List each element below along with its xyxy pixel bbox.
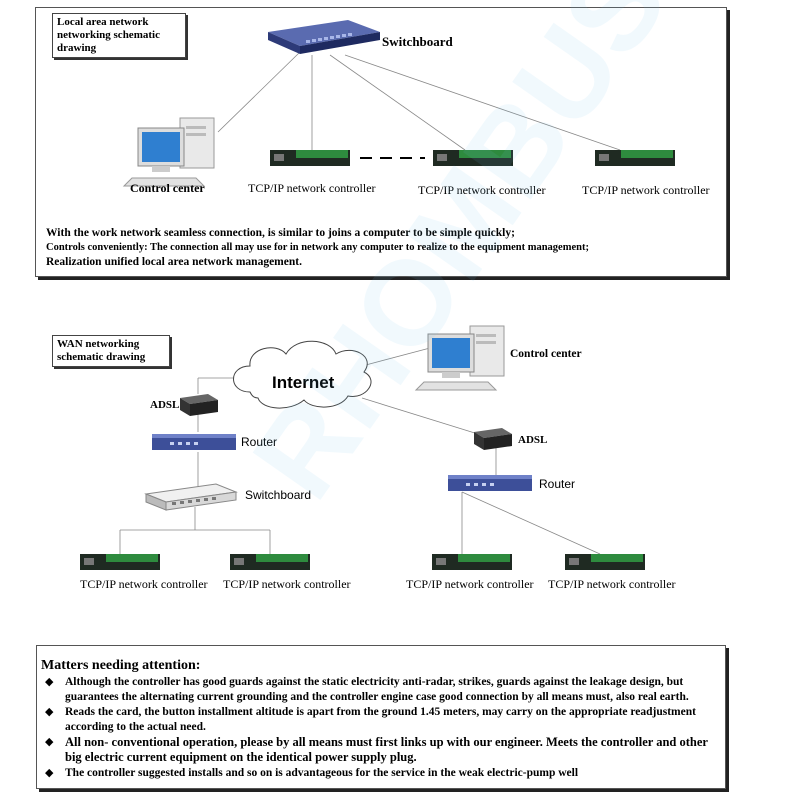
lan-note-2: Controls conveniently: The connection al…: [46, 242, 589, 253]
wan-control-center-label: Control center: [510, 348, 582, 360]
wan-controller-3-icon: [432, 554, 512, 570]
lan-switchboard-icon: [268, 20, 380, 54]
wan-computer-icon: [414, 325, 505, 391]
internet-cloud-icon: [233, 340, 372, 409]
bullet-icon: ◆: [45, 706, 54, 718]
lan-line-pc: [217, 51, 301, 133]
wan-controller-2-icon: [230, 554, 310, 570]
bullet-icon: ◆: [45, 676, 54, 688]
lan-note-3: Realization unified local area network m…: [46, 256, 302, 268]
adsl-right-label: ADSL: [518, 434, 548, 446]
lan-note-1: With the work network seamless connectio…: [46, 227, 515, 239]
lan-control-center-label: Control center: [130, 181, 205, 195]
attention-item-text: Reads the card, the button installment a…: [65, 706, 696, 733]
lan-controller-3-icon: [595, 150, 675, 166]
wan-switchboard-icon: [144, 483, 238, 511]
lan-line-ctrl2: [329, 54, 466, 151]
wan-controller-1-label: TCP/IP network controller: [80, 577, 208, 591]
wan-controller-4-label: TCP/IP network controller: [548, 577, 676, 591]
attention-item-text: Although the controller has good guards …: [65, 676, 689, 703]
attention-item-text: The controller suggested installs and so…: [65, 767, 579, 779]
bullet-icon: ◆: [45, 767, 54, 779]
attention-panel: Matters needing attention: ◆ Although th…: [36, 645, 726, 789]
lan-controller-2-label: TCP/IP network controller: [418, 183, 546, 197]
wan-controller-1-icon: [80, 554, 160, 570]
lan-controller-3-label: TCP/IP network controller: [582, 183, 710, 197]
router-left-icon: [152, 434, 236, 450]
adsl-left-label: ADSL: [150, 399, 180, 411]
wan-controller-2-label: TCP/IP network controller: [223, 577, 351, 591]
lan-computer-icon: [122, 117, 215, 187]
wan-title: WAN networking schematic drawing: [52, 335, 170, 367]
wan-line-internet-adsl-r: [361, 397, 479, 435]
adsl-right-icon: [474, 428, 512, 450]
lan-controller-1-label: TCP/IP network controller: [248, 181, 376, 195]
internet-label: Internet: [272, 373, 335, 392]
lan-controller-1-icon: [270, 150, 350, 166]
router-left-label: Router: [241, 435, 278, 449]
wan-controller-3-label: TCP/IP network controller: [406, 577, 534, 591]
wan-switchboard-label: Switchboard: [245, 488, 312, 502]
lan-switchboard-label: Switchboard: [382, 34, 453, 49]
attention-heading: Matters needing attention:: [41, 658, 201, 673]
bullet-icon: ◆: [45, 736, 54, 748]
wan-line-internet-pc: [361, 347, 431, 367]
attention-item-text: All non- conventional operation, please …: [65, 735, 708, 764]
router-right-icon: [448, 475, 532, 491]
lan-controller-2-icon: [433, 150, 513, 166]
wan-controller-4-icon: [565, 554, 645, 570]
adsl-left-icon: [180, 394, 218, 416]
lan-title: Local area network networking schematic …: [52, 13, 186, 58]
router-right-label: Router: [539, 477, 576, 491]
lan-line-ctrl3: [344, 54, 621, 151]
